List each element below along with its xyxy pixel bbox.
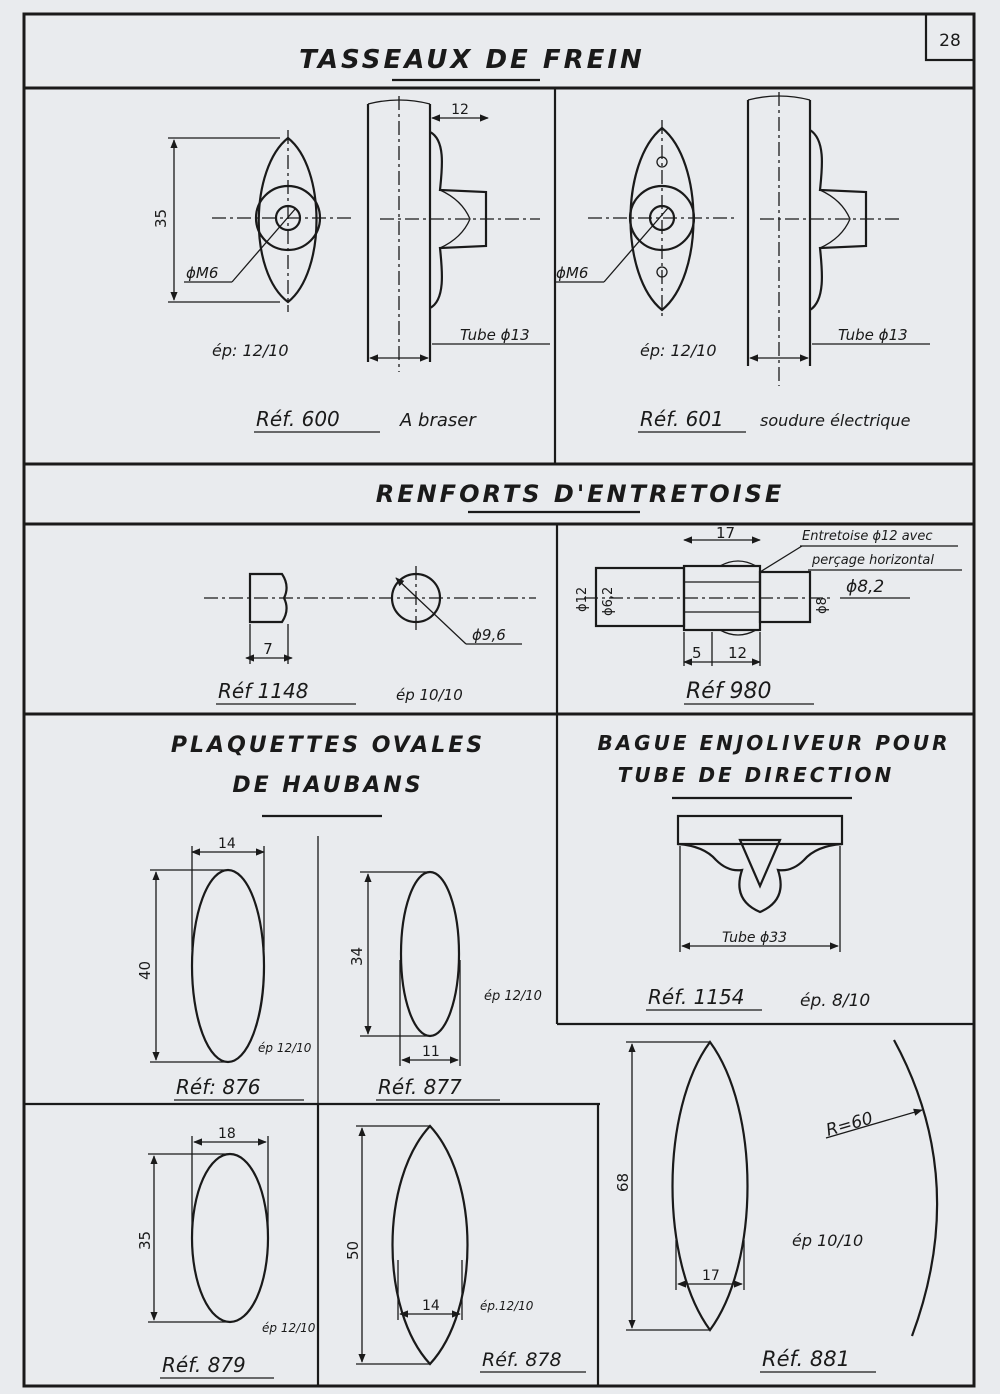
ref-876-height: 40 [136, 961, 154, 980]
ref-600-hole: ϕM6 [186, 264, 218, 282]
ref-881-width: 17 [702, 1268, 720, 1284]
ref-1148-diameter: ϕ9,6 [472, 626, 506, 644]
ref-600-height: 35 [152, 209, 170, 228]
ring-title-2: TUBE DE DIRECTION [618, 763, 895, 787]
ref-879-label: Réf. 879 [162, 1353, 246, 1377]
ref-1148-label: Réf 1148 [218, 679, 309, 703]
page-number-box: 28 [924, 12, 976, 62]
ref-980-right-dim: ϕ8 [815, 597, 830, 614]
ring-section: BAGUE ENJOLIVEUR POUR TUBE DE DIRECTION … [597, 731, 950, 1011]
ref-881-radius: R=60 [824, 1108, 875, 1140]
ref-600-note: A braser [399, 410, 477, 431]
ring-1154-drawing: Tube ϕ33 [676, 814, 844, 952]
ring-ref: Réf. 1154 [648, 985, 745, 1009]
ref-879-width: 18 [218, 1126, 236, 1142]
oval-plates-title-1: PLAQUETTES OVALES [171, 733, 485, 758]
ring-thickness: ép. 8/10 [800, 991, 870, 1011]
ref-879-height: 35 [136, 1231, 154, 1250]
ref-600-side-view: 12 Tube ϕ13 ép: 12/10 [212, 96, 550, 372]
ref-601-tube: Tube ϕ13 [838, 326, 908, 344]
ref-877-width: 11 [422, 1044, 440, 1060]
ref-980-outer-dim: ϕ12 [575, 587, 590, 612]
ref-878-drawing: 50 14 ép.12/10 [344, 1124, 534, 1366]
ref-980-hole: ϕ8,2 [846, 577, 884, 597]
ref-877-thickness: ép 12/10 [484, 989, 542, 1004]
ref-980-inner-dim: ϕ6,2 [601, 587, 616, 616]
ref-881-label: Réf. 881 [762, 1347, 850, 1371]
page-number: 28 [939, 31, 961, 51]
ref-980-note-1: Entretoise ϕ12 avec [802, 529, 933, 544]
ref-1148-width: 7 [263, 640, 273, 658]
ref-877-drawing: 34 11 ép 12/10 [348, 870, 542, 1066]
ref-876-thickness: ép 12/10 [258, 1041, 312, 1055]
ref-881-height: 68 [614, 1173, 632, 1192]
ref-878-height: 50 [344, 1241, 362, 1260]
ring-tube: Tube ϕ33 [722, 930, 787, 946]
oval-plates-title-2: DE HAUBANS [232, 773, 423, 798]
ref-877-height: 34 [348, 947, 366, 966]
ref-878-width: 14 [422, 1298, 440, 1314]
ref-876-label: Réf: 876 [176, 1075, 261, 1099]
ref-601-side-view: Tube ϕ13 ép: 12/10 [640, 92, 930, 386]
ref-600-thickness: ép: 12/10 [212, 341, 289, 360]
ref-879-drawing: 35 18 ép 12/10 [136, 1126, 316, 1335]
frame-lines [22, 12, 976, 1388]
ref-980-label: Réf 980 [686, 679, 772, 704]
ref-1148-drawing: ϕ9,6 7 [204, 566, 536, 664]
ref-877-label: Réf. 877 [378, 1075, 462, 1099]
ref-980-note-2: perçage horizontal [811, 553, 934, 568]
ref-601-hole: ϕM6 [556, 264, 588, 282]
ref-600-tube: Tube ϕ13 [460, 326, 530, 344]
ref-876-drawing: 40 14 ép 12/10 [136, 836, 312, 1064]
reinforcement-title: RENFORTS D'ENTRETOISE [376, 480, 785, 508]
ring-title-1: BAGUE ENJOLIVEUR POUR [597, 731, 950, 755]
ref-879-thickness: ép 12/10 [262, 1321, 316, 1335]
ref-980-drawing: 17 Entretoise ϕ12 avec perçage horizonta… [575, 524, 962, 666]
reinforcement-section: RENFORTS D'ENTRETOISE ϕ9,6 7 Réf 1148 ép… [204, 480, 962, 705]
ref-601-thickness: ép: 12/10 [640, 341, 717, 360]
brake-section: TASSEAUX DE FREIN 35 ϕM6 [152, 45, 930, 433]
ref-1148-thickness: ép 10/10 [396, 686, 463, 704]
ref-601-note: soudure électrique [760, 411, 911, 430]
ref-601-label: Réf. 601 [640, 407, 724, 431]
ref-600-label: Réf. 600 [256, 407, 340, 431]
ref-980-top-dim: 17 [716, 524, 735, 542]
ref-980-dim-a: 5 [692, 644, 702, 662]
ref-600-width: 12 [451, 102, 469, 118]
ref-881-drawing: 68 17 R=60 ép 10/10 [614, 1039, 939, 1337]
ref-876-width: 14 [218, 836, 236, 852]
ref-600-front-view: 35 ϕM6 [152, 130, 352, 312]
ref-878-thickness: ép.12/10 [480, 1299, 534, 1313]
ref-980-dim-b: 12 [728, 644, 747, 662]
ref-601-front-view: ϕM6 [556, 120, 738, 318]
ref-878-label: Réf. 878 [482, 1349, 562, 1371]
ref-881-thickness: ép 10/10 [792, 1231, 863, 1250]
brake-title: TASSEAUX DE FREIN [299, 45, 645, 75]
oval-plates-section: PLAQUETTES OVALES DE HAUBANS 40 14 ép 12… [136, 733, 939, 1379]
